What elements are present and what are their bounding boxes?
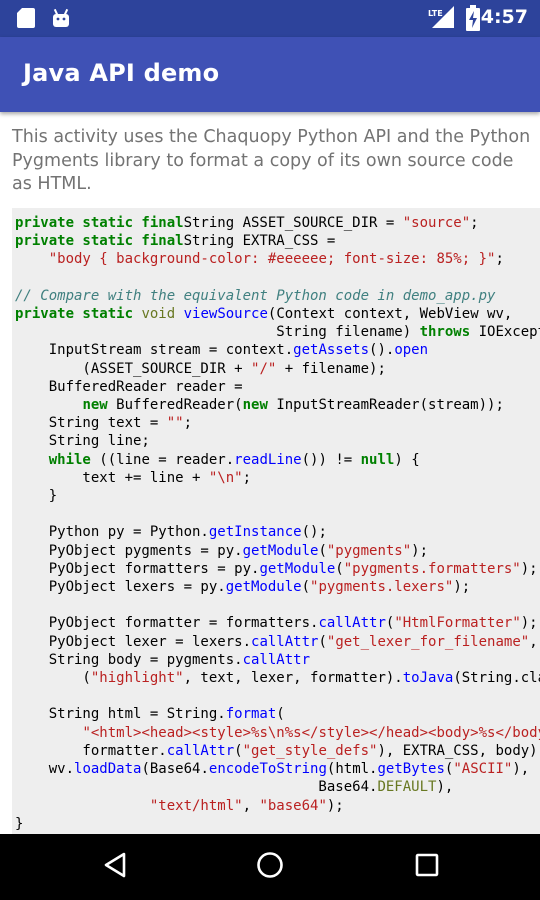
network-label: LTE: [428, 9, 443, 18]
code-line: private static void viewSource(Context c…: [15, 306, 513, 323]
code-line: PyObject formatter = formatters.callAttr…: [15, 615, 538, 632]
code-line: Python py = Python.getInstance();: [15, 524, 327, 541]
code-line: String line;: [15, 433, 150, 450]
recents-icon: [415, 853, 439, 881]
code-line: String filename) throws IOException {: [15, 324, 540, 341]
app-bar: Java API demo: [0, 37, 540, 112]
code-line: PyObject lexers = py.getModule("pygments…: [15, 579, 471, 596]
home-button[interactable]: [225, 834, 315, 900]
back-icon: [103, 852, 127, 882]
code-line: formatter.callAttr("get_style_defs"), EX…: [15, 742, 540, 759]
code-line: wv.loadData(Base64.encodeToString(html.g…: [15, 761, 530, 778]
code-line: PyObject lexer = lexers.callAttr("get_le…: [15, 633, 538, 650]
code-line: "<html><head><style>%s\n%s</style></head…: [82, 724, 540, 741]
code-line: String text = "";: [15, 415, 193, 432]
code-line: InputStream stream = context.getAssets()…: [15, 342, 429, 359]
code-line: PyObject pygments = py.getModule("pygmen…: [15, 542, 429, 559]
code-line: while ((line = reader.readLine()) != nul…: [48, 451, 420, 468]
sd-card-icon: [17, 8, 35, 32]
status-bar: LTE 4:57: [0, 0, 540, 37]
android-icon: [51, 8, 71, 32]
code-line: ("highlight", text, lexer, formatter).to…: [15, 670, 540, 687]
code-line: "text/html", "base64");: [149, 797, 344, 814]
code-line: "body { background-color: #eeeeee; font-…: [48, 251, 504, 268]
code-line: private static finalString ASSET_SOURCE_…: [15, 215, 479, 231]
home-icon: [256, 851, 284, 883]
code-line: String body = pygments.callAttr: [15, 651, 311, 668]
code-line: (ASSET_SOURCE_DIR + "/" + filename);: [15, 360, 386, 377]
status-clock: 4:57: [480, 6, 528, 28]
back-button[interactable]: [70, 834, 160, 900]
main-content[interactable]: This activity uses the Chaquopy Python A…: [0, 112, 540, 834]
navigation-bar: [0, 834, 540, 900]
code-line: }: [15, 815, 24, 832]
recents-button[interactable]: [382, 834, 472, 900]
code-line: new BufferedReader(new InputStreamReader…: [82, 397, 504, 414]
code-line: String html = String.format(: [15, 706, 285, 723]
code-line: PyObject formatters = py.getModule("pygm…: [15, 560, 538, 577]
code-line: text += line + "\n";: [15, 469, 252, 486]
code-line: Base64.DEFAULT),: [15, 779, 454, 796]
code-line: }: [15, 488, 58, 505]
code-line: BufferedReader reader =: [15, 378, 243, 395]
lte-signal-icon: LTE: [428, 6, 456, 34]
code-line: // Compare with the equivalent Python co…: [15, 287, 496, 304]
app-title: Java API demo: [23, 59, 220, 87]
battery-charging-icon: [466, 5, 480, 35]
activity-description: This activity uses the Chaquopy Python A…: [12, 127, 531, 194]
code-line: private static finalString EXTRA_CSS =: [15, 233, 336, 250]
source-code: private static finalString ASSET_SOURCE_…: [12, 208, 540, 833]
source-code-view[interactable]: private static finalString ASSET_SOURCE_…: [12, 208, 540, 834]
